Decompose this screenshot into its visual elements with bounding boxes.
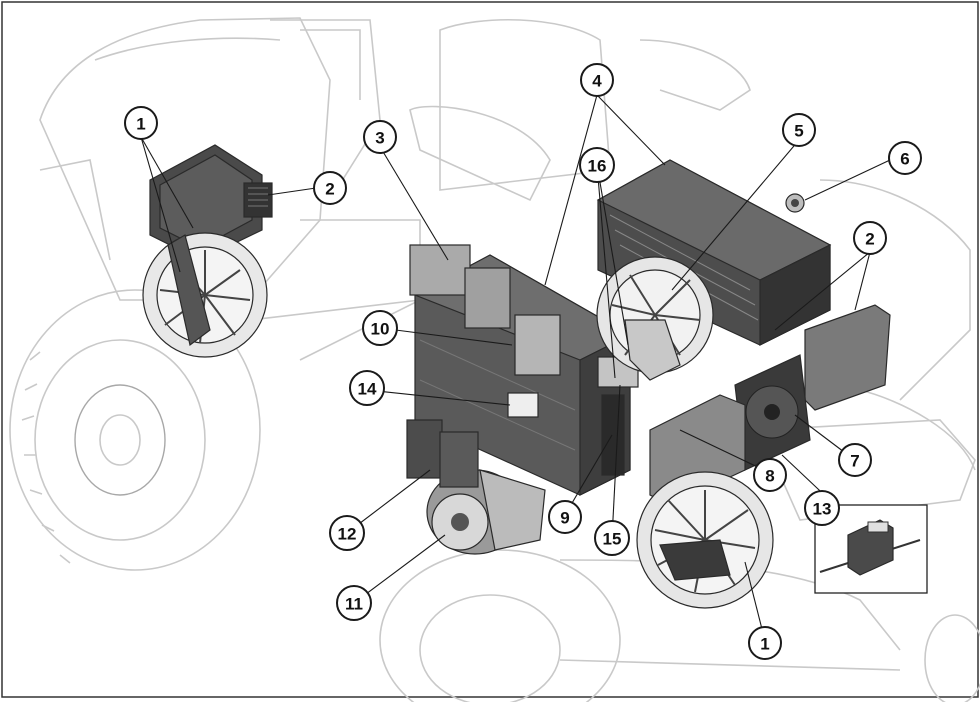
motor-unit-left <box>142 144 273 358</box>
svg-text:13: 13 <box>813 500 832 519</box>
relay-3 <box>409 244 471 296</box>
callout-14: 14 <box>349 370 385 406</box>
callout-7: 7 <box>838 443 872 477</box>
svg-text:4: 4 <box>592 72 602 91</box>
callout-1-upper: 1 <box>124 106 158 140</box>
callouts: 1 1 2 2 3 4 5 6 <box>124 63 922 660</box>
svg-text:3: 3 <box>375 129 384 148</box>
callout-5: 5 <box>782 113 816 147</box>
callout-1-lower: 1 <box>748 626 782 660</box>
motor-11 <box>426 469 546 555</box>
relays-12 <box>406 419 479 488</box>
svg-text:11: 11 <box>345 595 363 614</box>
callout-6: 6 <box>888 141 922 175</box>
svg-text:9: 9 <box>560 509 569 528</box>
svg-text:10: 10 <box>371 320 390 339</box>
svg-text:16: 16 <box>588 157 607 176</box>
fuse-14 <box>507 392 539 418</box>
callout-8: 8 <box>753 458 787 492</box>
callout-2-right: 2 <box>853 221 887 255</box>
callout-16: 16 <box>579 147 615 183</box>
tractor-line-art <box>9 17 980 702</box>
svg-text:1: 1 <box>760 635 769 654</box>
svg-text:6: 6 <box>900 150 909 169</box>
callout-9: 9 <box>548 500 582 534</box>
connector-6 <box>785 193 805 213</box>
callout-13: 13 <box>804 490 840 526</box>
svg-text:1: 1 <box>136 115 145 134</box>
svg-text:15: 15 <box>603 530 622 549</box>
callout-12: 12 <box>329 515 365 551</box>
svg-text:2: 2 <box>865 230 874 249</box>
svg-text:2: 2 <box>325 180 334 199</box>
callout-11: 11 <box>336 585 372 621</box>
callout-10: 10 <box>362 310 398 346</box>
battery-pack-rear <box>596 159 832 346</box>
motor-center <box>596 256 714 381</box>
callout-3: 3 <box>363 120 397 154</box>
svg-text:12: 12 <box>338 525 357 544</box>
module-10 <box>514 314 561 376</box>
svg-text:8: 8 <box>765 467 774 486</box>
callout-4: 4 <box>580 63 614 97</box>
motor-unit-lower <box>636 471 774 609</box>
callout-2-left: 2 <box>313 171 347 205</box>
callout-15: 15 <box>594 520 630 556</box>
svg-text:14: 14 <box>358 380 377 399</box>
svg-text:7: 7 <box>850 452 859 471</box>
svg-text:5: 5 <box>794 122 803 141</box>
